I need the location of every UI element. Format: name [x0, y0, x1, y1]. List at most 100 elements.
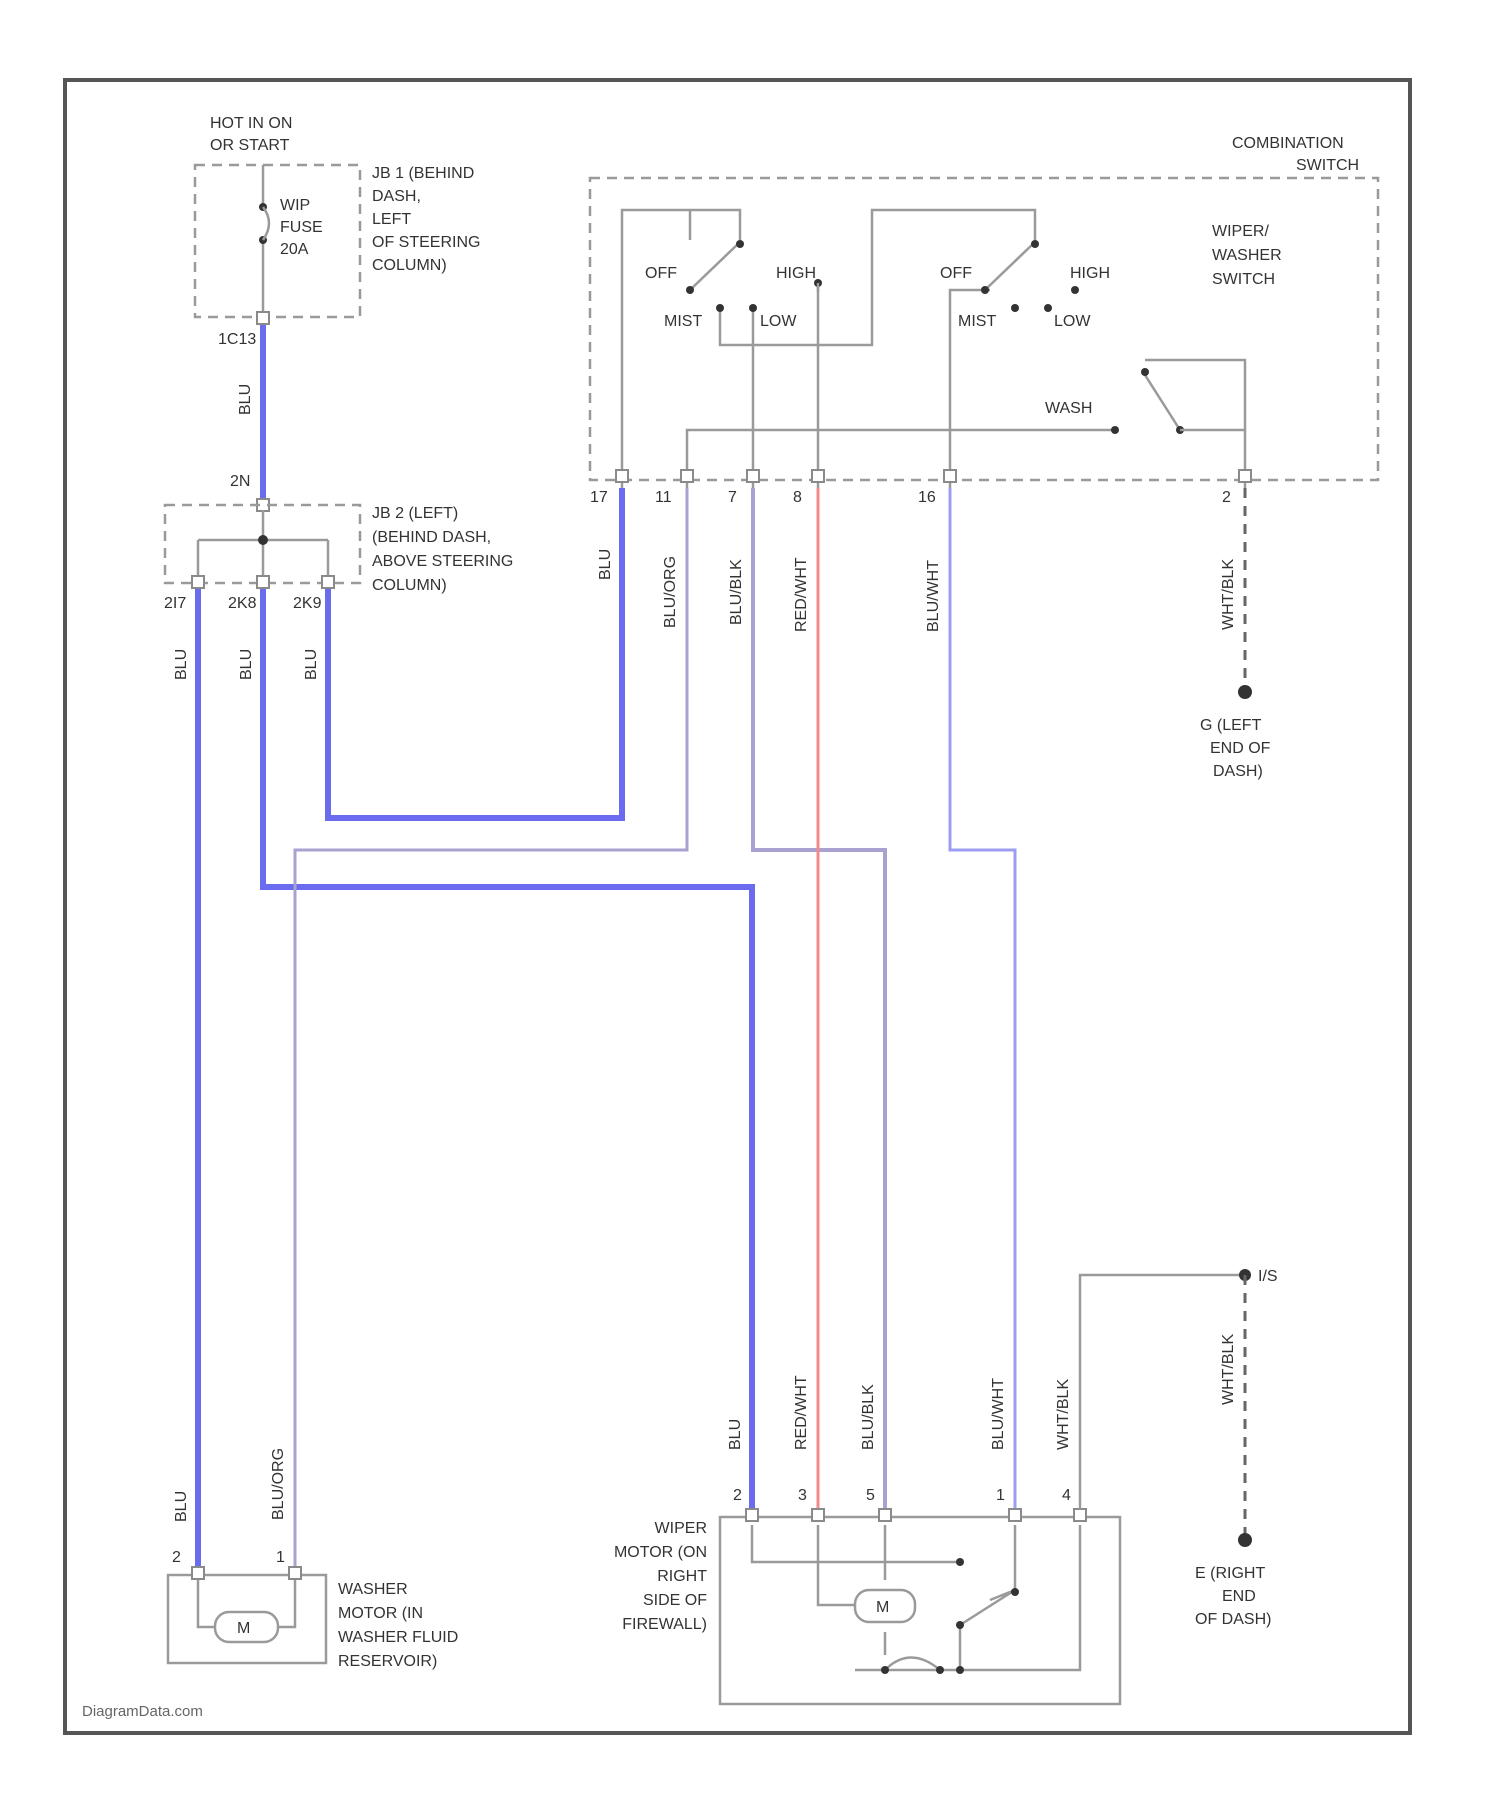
ground-g-label-2: END OF: [1210, 740, 1271, 757]
fuse-label-2: FUSE: [280, 219, 323, 236]
washer-motor-pin-label: 1: [276, 1549, 285, 1566]
jb2-label-1: JB 2 (LEFT): [372, 505, 458, 522]
switch-contact: [1071, 286, 1079, 294]
washer-motor-label-4: RESERVOIR): [338, 1653, 437, 1670]
wiper-park-contact: [885, 1658, 940, 1671]
wiper-motor-m: M: [876, 1599, 889, 1616]
ground-e-label-2: END: [1222, 1588, 1256, 1605]
wiper-motor-box: [720, 1517, 1120, 1704]
power-label-2: OR START: [210, 137, 290, 154]
switch-pin: [681, 470, 693, 482]
jb1-box: [195, 165, 360, 317]
switch-internal-wiring: [622, 210, 1245, 488]
left-switch-off: OFF: [645, 265, 677, 282]
fuse-label-3: 20A: [280, 241, 309, 258]
ground-g-label-1: G (LEFT: [1200, 717, 1262, 734]
switch-contact: [736, 240, 744, 248]
wiper-motor-pin-label: 4: [1062, 1487, 1071, 1504]
ground-g-point: [1238, 685, 1252, 699]
washer-motor-label-3: WASHER FLUID: [338, 1629, 458, 1646]
washer-motor-pin: [289, 1567, 301, 1579]
switch-contact: [1011, 304, 1019, 312]
wire-label-sw-7: BLU/BLK: [728, 559, 745, 625]
wiper-contact: [956, 1558, 964, 1566]
jb1-label-2: DASH,: [372, 188, 421, 205]
wire-label-jb2-c: BLU: [303, 649, 320, 680]
wire-label-sw-16: BLU/WHT: [925, 560, 942, 632]
jb2-pin: [192, 576, 204, 588]
wire-label-motor-4: WHT/BLK: [1055, 1379, 1072, 1450]
jb2-splice: [258, 535, 268, 545]
wiper-motor-label-4: SIDE OF: [643, 1592, 707, 1609]
jb1-label-3: LEFT: [372, 211, 411, 228]
wiper-motor-pin: [1009, 1509, 1021, 1521]
switch-name-1: WIPER/: [1212, 223, 1269, 240]
right-switch-high: HIGH: [1070, 265, 1110, 282]
jb1-label-1: JB 1 (BEHIND: [372, 165, 474, 182]
ground-e-label-1: E (RIGHT: [1195, 1565, 1265, 1582]
wire-label-sw-8: RED/WHT: [793, 557, 810, 632]
wire-label-sw-17: BLU: [597, 549, 614, 580]
wiper-motor-pin: [1074, 1509, 1086, 1521]
wire-label-washer-2: BLU/ORG: [270, 1448, 287, 1520]
switch-pin: [616, 470, 628, 482]
wiper-motor-pin: [746, 1509, 758, 1521]
wire-label-washer-1: BLU: [173, 1491, 190, 1522]
washer-motor-label-2: MOTOR (IN: [338, 1605, 423, 1622]
switch-contact: [749, 304, 757, 312]
ground-e-point: [1238, 1533, 1252, 1547]
watermark: DiagramData.com: [82, 1703, 203, 1720]
wire-label-motor-1: BLU/WHT: [990, 1378, 1007, 1450]
wash-contact: [1111, 426, 1119, 434]
wiper-motor-pin: [812, 1509, 824, 1521]
wiper-motor-pin: [879, 1509, 891, 1521]
left-switch-high: HIGH: [776, 265, 816, 282]
wire-switch-11-to-washer: [295, 488, 687, 1573]
power-label-1: HOT IN ON: [210, 115, 292, 132]
ground-e-label-3: OF DASH): [1195, 1611, 1271, 1628]
left-switch-mist: MIST: [664, 313, 702, 330]
wire-label-sw-11: BLU/ORG: [662, 556, 679, 628]
wiper-motor-internal: [752, 1525, 1080, 1670]
wiper-motor-label-3: RIGHT: [657, 1568, 707, 1585]
jb1-pin: [257, 312, 269, 324]
wire-label-motor-3: RED/WHT: [793, 1375, 810, 1450]
wiper-motor-pin-label: 5: [866, 1487, 875, 1504]
jb2-pin-label: 2K9: [293, 595, 322, 612]
washer-motor-pin-label: 2: [172, 1549, 181, 1566]
jb2-pin: [322, 576, 334, 588]
wire-label-ground-e: WHT/BLK: [1220, 1334, 1237, 1405]
switch-pin: [944, 470, 956, 482]
switch-contact: [686, 286, 694, 294]
wire-label-motor-2: BLU: [727, 1419, 744, 1450]
wire-label-jb2-a: BLU: [173, 649, 190, 680]
wiper-motor-label-1: WIPER: [655, 1520, 707, 1537]
wash-switch-blade: [1145, 375, 1180, 430]
wash-label: WASH: [1045, 400, 1092, 417]
wiper-contact: [881, 1666, 889, 1674]
wiper-motor-pin-label: 1: [996, 1487, 1005, 1504]
switch-contact: [1044, 304, 1052, 312]
switch-contact: [716, 304, 724, 312]
switch-pin-label: 11: [655, 489, 672, 506]
right-selector-contact: [985, 242, 1035, 290]
switch-pin-label: 7: [728, 489, 737, 506]
switch-pin-label: 16: [918, 489, 936, 506]
right-switch-mist: MIST: [958, 313, 996, 330]
jb2-pin-label: 2K8: [228, 595, 257, 612]
ground-g-label-3: DASH): [1213, 763, 1263, 780]
right-switch-off: OFF: [940, 265, 972, 282]
jb1-pin-label: 1C13: [218, 331, 256, 348]
fuse-label-1: WIP: [280, 197, 310, 214]
wiper-motor-pin-label: 2: [733, 1487, 742, 1504]
wiper-contact: [956, 1666, 964, 1674]
wash-contact: [1141, 368, 1149, 376]
left-switch-low: LOW: [760, 313, 797, 330]
jb2-top-pin-label: 2N: [230, 473, 250, 490]
jb1-label-5: COLUMN): [372, 257, 447, 274]
wiper-motor-label-5: FIREWALL): [622, 1616, 707, 1633]
jb2-pin: [257, 576, 269, 588]
wiper-contact: [936, 1666, 944, 1674]
splice-label: I/S: [1258, 1268, 1278, 1285]
